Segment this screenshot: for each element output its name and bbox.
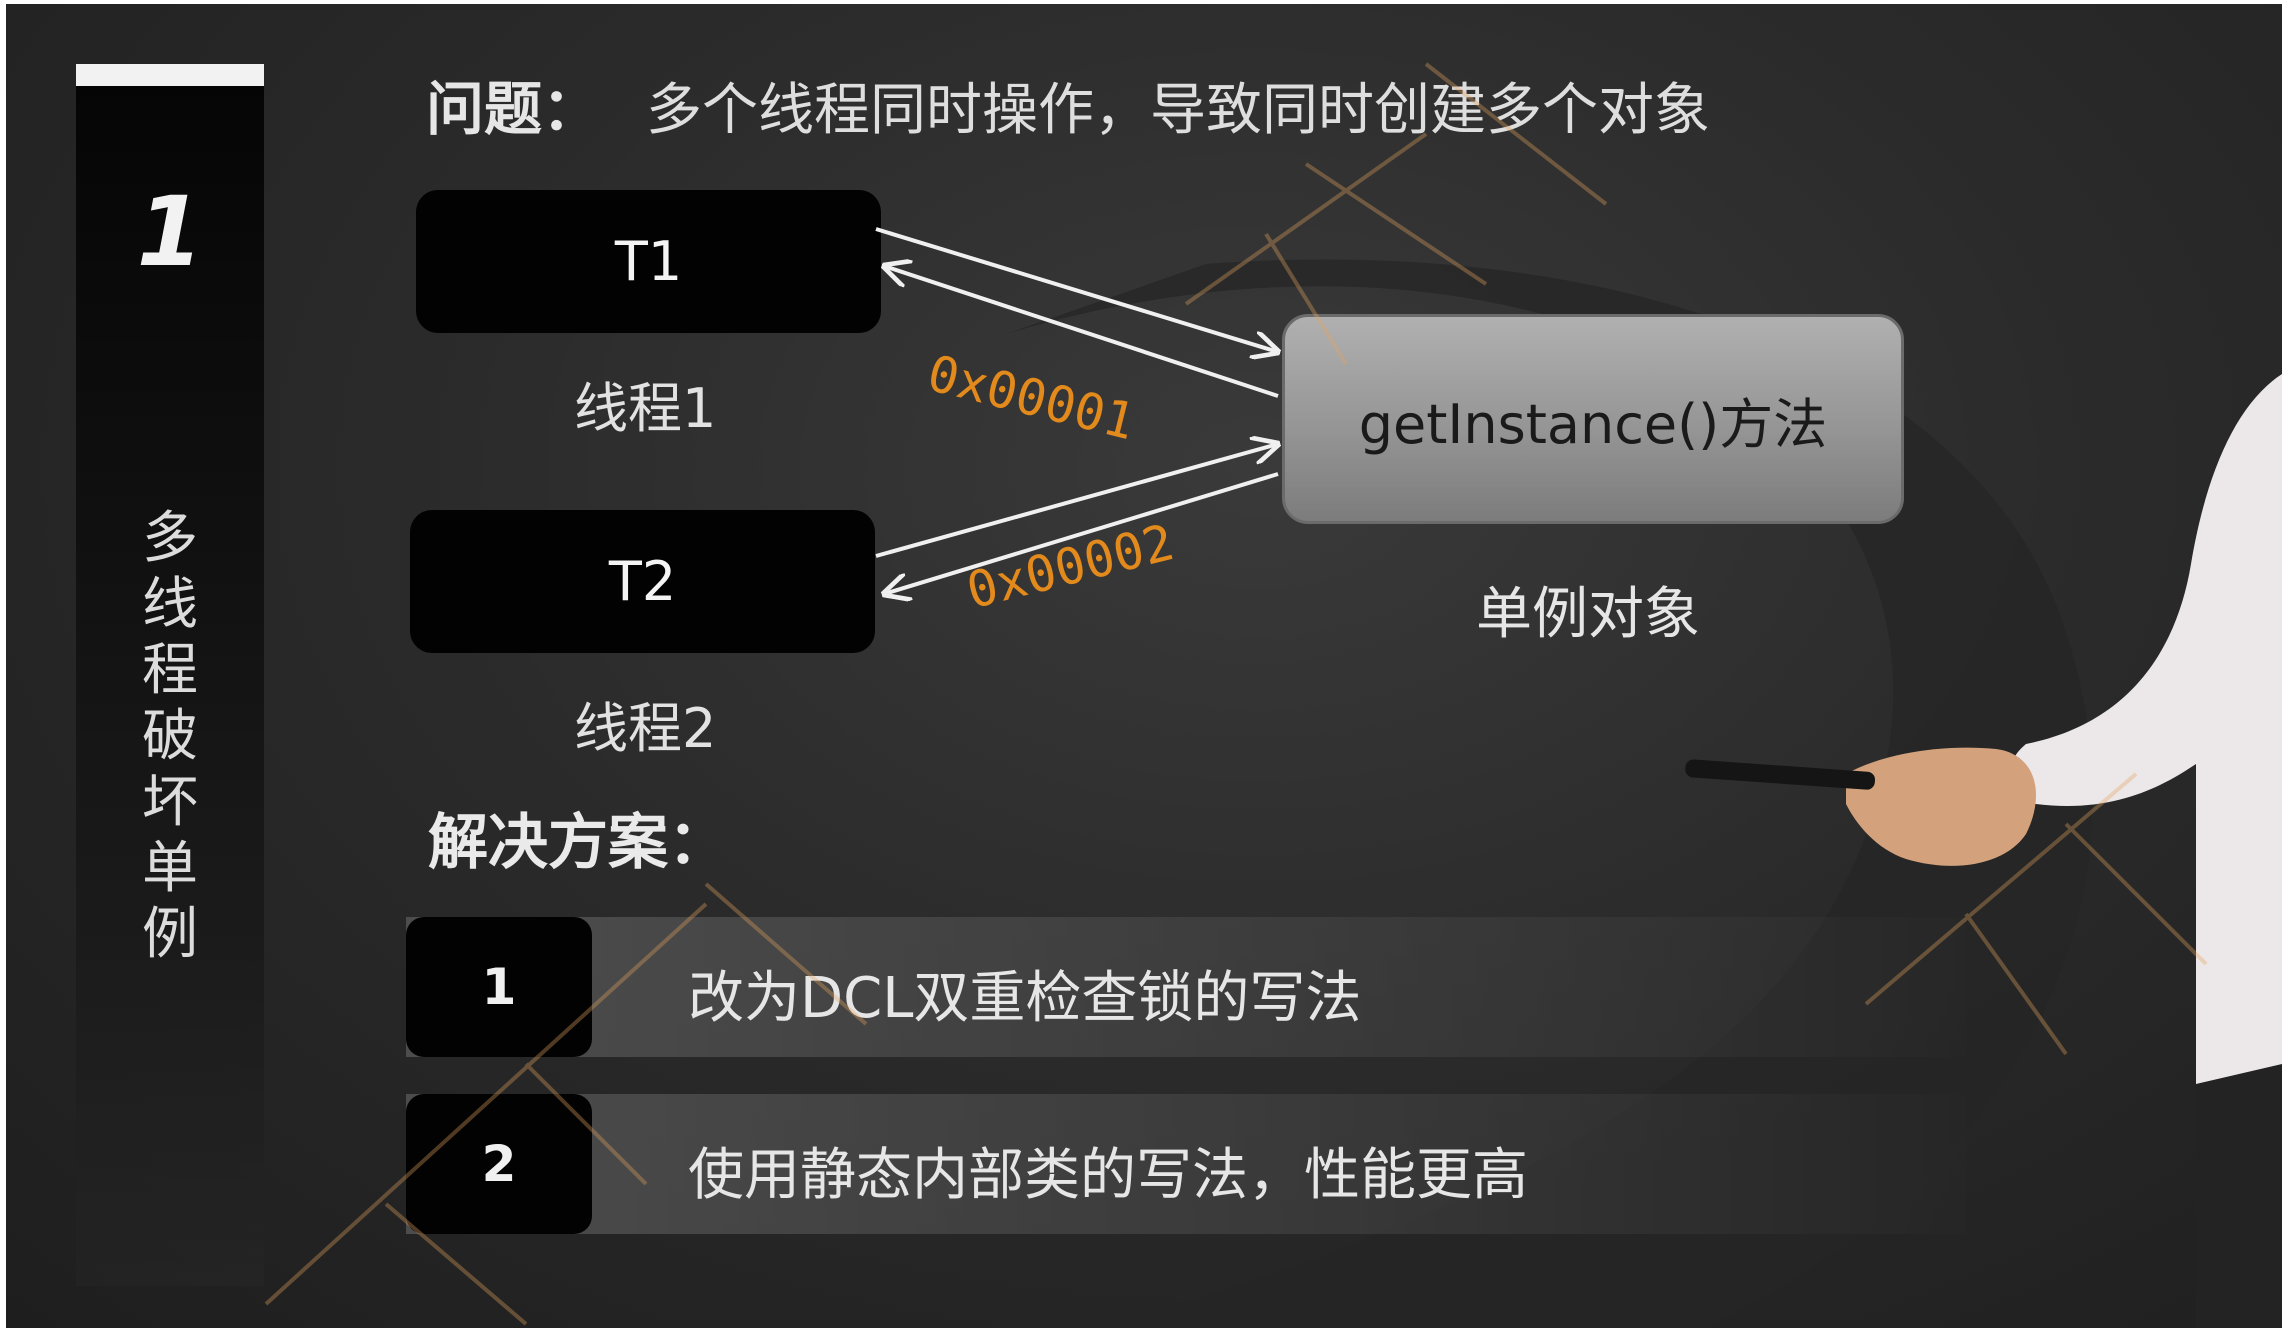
presenter-figure [1685,374,2282,1328]
sidebar-top-bar [76,64,264,86]
thread-box-t1: T1 [416,190,881,333]
thread-box-t2: T2 [410,510,875,653]
question-text: 多个线程同时操作，导致同时创建多个对象 [646,78,1711,143]
question-label: 问题： [426,75,601,143]
solution-number-2: 2 [406,1094,592,1234]
thread-label-t2: T2 [608,550,677,613]
solution-item-2: 2 使用静态内部类的写法，性能更高 [406,1094,1966,1234]
singleton-caption: 单例对象 [1476,582,1700,647]
background-swirl [1006,259,2093,1328]
method-label: getInstance()方法 [1358,392,1828,456]
solution-text-2: 使用静态内部类的写法，性能更高 [688,1143,1528,1208]
section-number: 1 [136,176,204,288]
slide: 1 多线程破坏单例 问题：多个线程同时操作，导致同时创建多个对象 T1 线程1 … [6,4,2282,1328]
arrow-method-to-t1 [884,266,1279,398]
sidebar: 1 多线程破坏单例 [76,86,264,1286]
request-arrows [875,227,2282,1328]
question-line: 问题： 多个线程同时操作，导致同时创建多个对象 [426,62,1710,146]
arrow-method-to-t2 [884,472,1279,594]
thread-label-t1: T1 [614,230,683,293]
thread-caption-1: 线程1 [574,377,717,440]
arrow-t1-to-method [875,227,1278,352]
pointer-pen [1685,759,1875,790]
solution-text-1: 改为DCL双重检查锁的写法 [688,966,1362,1031]
thread-caption-2: 线程2 [574,697,717,760]
solution-number-1: 1 [406,917,592,1057]
arrow-t2-to-method [875,444,1278,558]
solution-heading: 解决方案： [428,808,728,878]
section-title: 多线程破坏单例 [142,506,198,967]
solution-item-1: 1 改为DCL双重检查锁的写法 [406,917,1966,1057]
method-box: getInstance()方法 [1282,314,1904,524]
